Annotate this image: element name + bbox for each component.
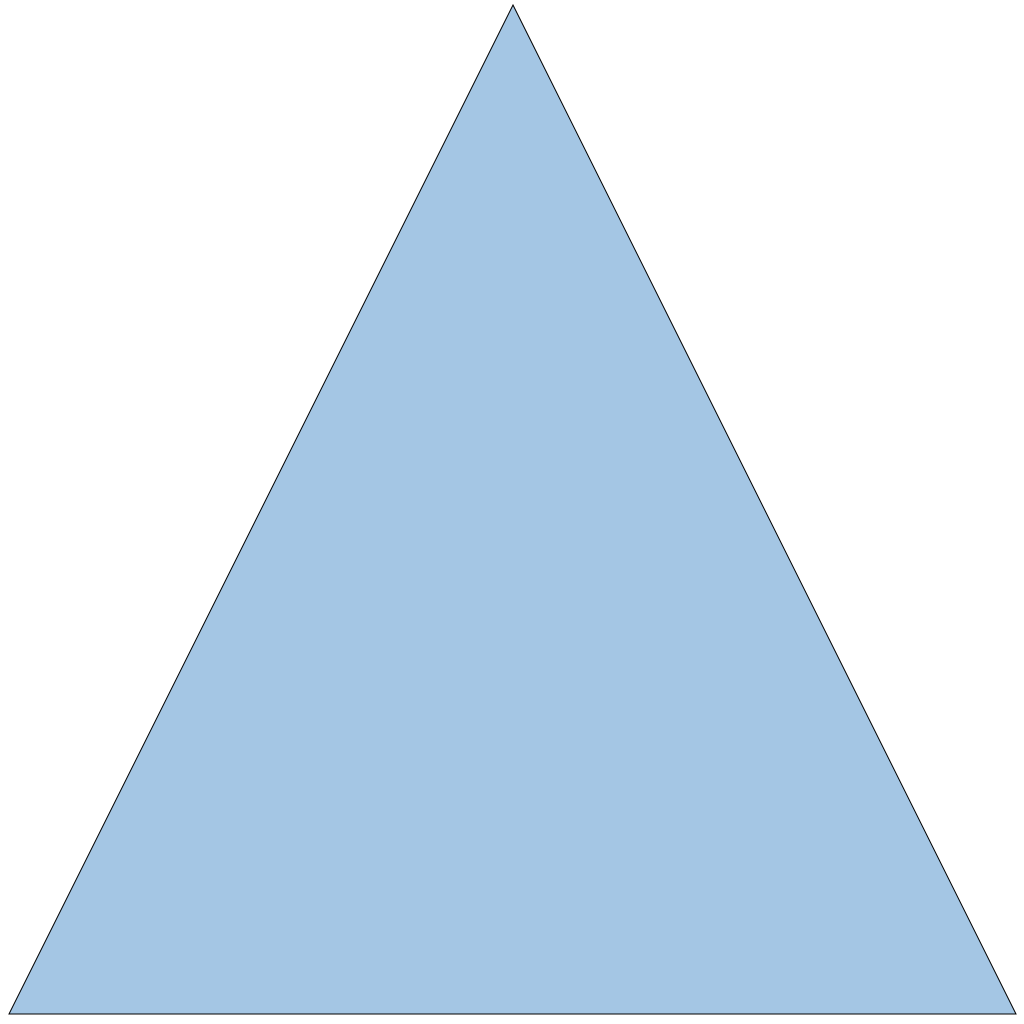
triangle-shape[interactable] xyxy=(8,3,1017,1015)
